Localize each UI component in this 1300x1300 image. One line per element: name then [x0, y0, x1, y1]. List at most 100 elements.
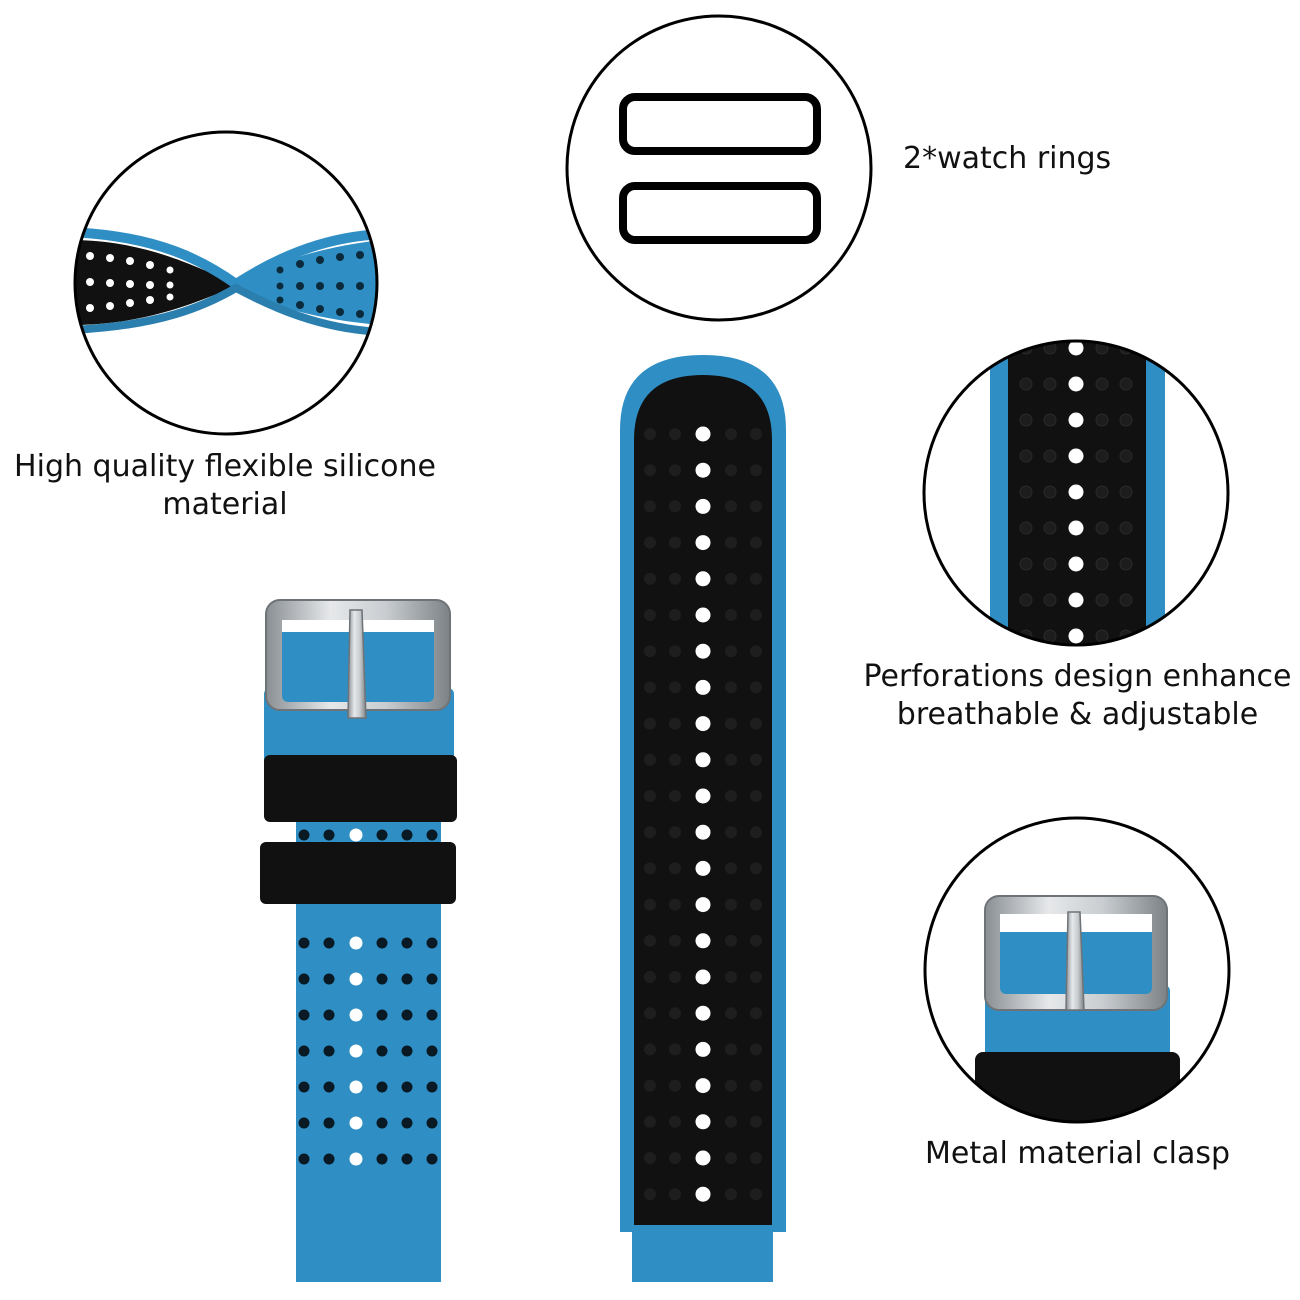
- strap-perforation: [669, 609, 681, 621]
- strap-perforation: [644, 609, 656, 621]
- strap-hole: [695, 1186, 711, 1202]
- watch-ring-bottom: [619, 182, 821, 244]
- strap-perforation: [725, 971, 737, 983]
- strap-perforation: [644, 572, 656, 585]
- strap-perforation: [644, 971, 656, 983]
- strap-hole: [695, 824, 711, 840]
- strap-perforation: [1043, 593, 1057, 607]
- strap-hole: [695, 679, 711, 695]
- strap-hole: [695, 535, 711, 551]
- strap-perforation: [644, 681, 656, 694]
- strap-perforation: [376, 829, 388, 841]
- strap-perforation: [426, 1153, 438, 1165]
- clasp-detail-circle: [923, 816, 1231, 1124]
- strap-perforation: [725, 572, 737, 585]
- strap-perforation: [1019, 521, 1033, 535]
- strap-perforation: [750, 464, 762, 477]
- strap-hole: [695, 788, 711, 804]
- strap-perforation: [644, 536, 656, 549]
- strap-perforation: [401, 1117, 413, 1129]
- strap-perforation: [426, 829, 438, 841]
- twisted-strap-blue: [230, 240, 376, 325]
- strap-perforation: [725, 500, 737, 513]
- strap-perforation: [669, 862, 681, 875]
- buckle: [265, 599, 451, 719]
- strap-hole: [695, 716, 711, 732]
- strap-perforation: [401, 973, 413, 985]
- strap-hole: [695, 860, 711, 876]
- strap-perforation: [644, 717, 656, 730]
- strap-perforation: [426, 937, 438, 949]
- strap-hole: [695, 571, 711, 587]
- strap-perforation: [644, 898, 656, 911]
- strap-hole: [349, 828, 363, 842]
- perforations-caption-line1: Perforations design enhance: [863, 659, 1292, 694]
- strap-perforation: [1119, 485, 1133, 499]
- strap-perforation: [725, 428, 737, 440]
- strap-perforation: [750, 717, 762, 730]
- strap-perforation: [1019, 413, 1033, 427]
- strap-perforation: [725, 717, 737, 730]
- strap-perforation: [750, 826, 762, 839]
- strap-perforation: [1119, 377, 1133, 391]
- strap-hole: [349, 1080, 363, 1094]
- strap-hole: [1068, 376, 1084, 392]
- strap-perforation: [1019, 557, 1033, 571]
- strap-perforation: [323, 1045, 335, 1057]
- strap-perforation: [644, 753, 656, 766]
- strap-perforation: [1095, 449, 1109, 463]
- strap-perforation: [669, 572, 681, 585]
- strap-perforation: [725, 1043, 737, 1056]
- strap-perforation: [1119, 449, 1133, 463]
- strap-perforation: [725, 645, 737, 658]
- strap-perforation: [426, 1081, 438, 1093]
- strap-perforation: [750, 428, 762, 440]
- strap-perforation: [725, 536, 737, 549]
- strap-keeper-1: [264, 755, 457, 822]
- strap-perforation: [669, 1152, 681, 1164]
- strap-perforation: [426, 973, 438, 985]
- strap-perforation: [401, 1081, 413, 1093]
- strap-perforation: [669, 1079, 681, 1092]
- strap-perforation: [1043, 629, 1057, 643]
- strap-perforation: [725, 898, 737, 911]
- strap-hole: [1068, 556, 1084, 572]
- strap-hole: [1068, 484, 1084, 500]
- strap-perforation: [669, 826, 681, 839]
- strap-perforation: [323, 1081, 335, 1093]
- strap-perforation: [750, 790, 762, 802]
- strap-perforation: [323, 937, 335, 949]
- silicone-caption-line1: High quality flexible silicone: [14, 449, 436, 484]
- strap-hole: [1068, 412, 1084, 428]
- strap-perforation: [750, 609, 762, 621]
- strap-perforation: [750, 753, 762, 766]
- strap-hole: [349, 936, 363, 950]
- strap-perforation: [669, 428, 681, 440]
- strap-perforation: [426, 1045, 438, 1057]
- strap-perforation: [644, 934, 656, 947]
- strap-perforation: [644, 464, 656, 477]
- strap-perforation: [644, 645, 656, 658]
- strap-perforation: [725, 464, 737, 477]
- strap-perforation: [298, 1153, 310, 1165]
- strap-perforation: [644, 862, 656, 875]
- strap-perforation: [401, 1153, 413, 1165]
- strap-perforation: [750, 1007, 762, 1020]
- strap-perforation: [1095, 593, 1109, 607]
- strap-hole: [695, 1078, 711, 1094]
- strap-perforation: [750, 1043, 762, 1056]
- strap-perforation: [298, 973, 310, 985]
- strap-perforation: [644, 500, 656, 513]
- strap-perforation: [1019, 449, 1033, 463]
- twisted-strap-black: [76, 240, 240, 325]
- strap-perforation: [298, 1081, 310, 1093]
- strap-hole: [695, 498, 711, 514]
- strap-hole: [349, 972, 363, 986]
- watch-ring-top: [619, 93, 821, 155]
- strap-hole: [349, 1152, 363, 1166]
- strap-perforation: [376, 1081, 388, 1093]
- silicone-caption: High quality flexible silicone material: [10, 448, 440, 524]
- strap-perforation: [376, 937, 388, 949]
- strap-perforation: [644, 1188, 656, 1201]
- strap-perforation: [323, 1153, 335, 1165]
